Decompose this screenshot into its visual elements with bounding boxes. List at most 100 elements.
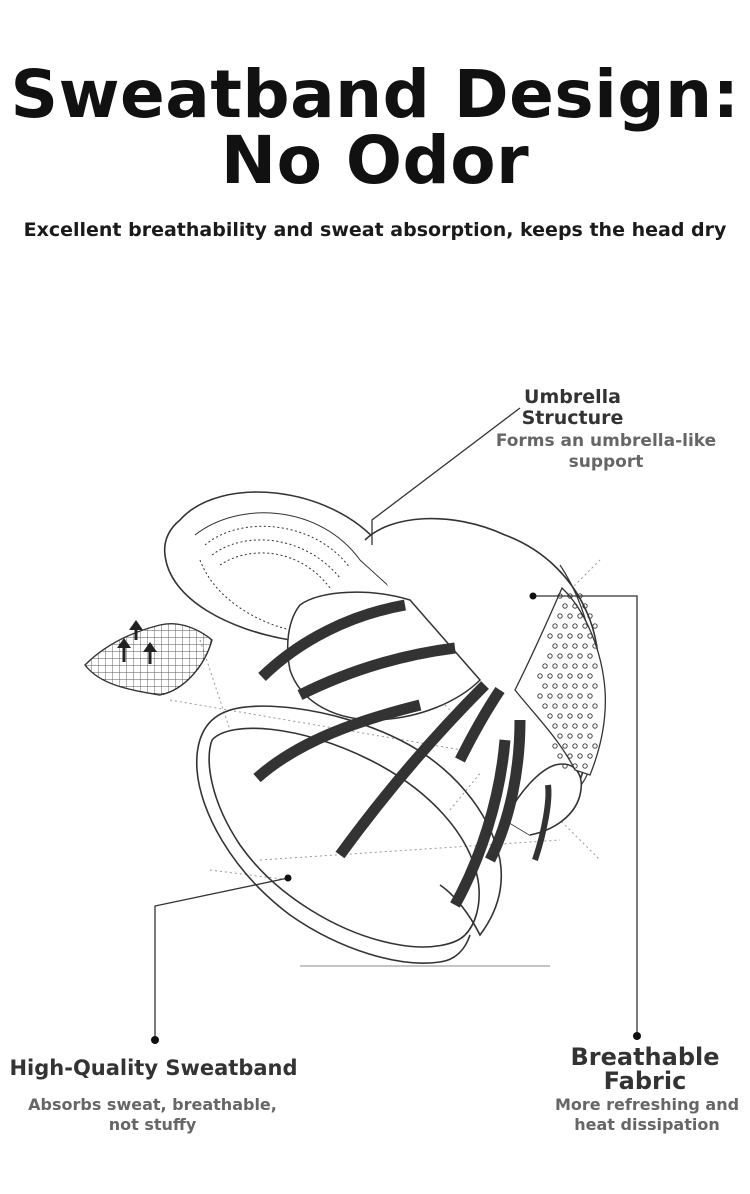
umbrella-title-line-2: Structure [521,407,624,429]
perforation-hole [567,673,573,679]
perforation-hole [557,673,563,679]
perforation-hole [582,723,588,729]
perforation-hole [562,703,568,709]
fabric-title-line-1: Breathable [570,1043,720,1071]
umbrella-straps [253,599,552,908]
sweatband-desc-line-2: not stuffy [108,1115,197,1134]
perforated-panel [514,586,606,776]
umbrella-structure-desc: Forms an umbrella-like support [480,431,732,473]
perforation-hole [572,723,578,729]
perforation-hole [552,623,558,629]
perforation-hole [587,733,593,739]
perforation-hole [577,673,583,679]
perforation-hole [587,693,593,699]
perforation-hole [582,643,588,649]
perforation-hole [567,653,573,659]
perforation-hole [572,703,578,709]
perforation-hole [562,763,568,769]
perforation-hole [572,663,578,669]
perforation-hole [557,693,563,699]
perforation-hole [547,673,553,679]
perforation-hole [562,603,568,609]
umbrella-desc-line-1: Forms an umbrella-like [495,431,717,451]
perforation-hole [592,683,598,689]
perforation-hole [562,663,568,669]
perforation-hole [562,683,568,689]
perforation-hole [587,633,593,639]
sweatband-desc-line-1: Absorbs sweat, breathable, [28,1095,277,1114]
perforation-hole [567,693,573,699]
breathable-fabric-title: Breathable Fabric [555,1045,735,1093]
perforation-hole [592,743,598,749]
callout-dots [151,592,641,1044]
perforation-hole [567,633,573,639]
perforation-hole [587,673,593,679]
sweatband-ring [195,705,503,964]
perforation-hole [562,623,568,629]
perforation-hole [542,663,548,669]
perforation-hole [557,733,563,739]
perforation-hole [582,703,588,709]
perforation-hole [547,653,553,659]
perforation-hole [552,743,558,749]
breathable-fabric-desc: More refreshing and heat dissipation [548,1095,746,1135]
perforation-hole [572,623,578,629]
perforation-hole [572,763,578,769]
perforation-hole [567,713,573,719]
perforation-hole [592,703,598,709]
perforation-hole [547,713,553,719]
perforation-hole [557,653,563,659]
perforation-hole [552,643,558,649]
perforation-hole [577,653,583,659]
sweatband-end-dot [151,1036,159,1044]
perforation-hole [572,743,578,749]
title-line-1: Sweatband Design: [10,56,740,133]
perforation-hole [537,673,543,679]
perforation-hole [572,683,578,689]
perforation-hole [552,723,558,729]
umbrella-leader [371,407,521,545]
perforation-hole [582,743,588,749]
perforation-hole [577,733,583,739]
page-subtitle: Excellent breathability and sweat absorp… [23,219,727,241]
perforated-panel-outline [514,586,606,776]
perforation-hole [577,633,583,639]
fabric-title-line-2: Fabric [603,1067,687,1095]
perforation-hole [572,603,578,609]
perforation-hole [592,663,598,669]
umbrella-desc-line-2: support [568,452,644,472]
crown [364,517,600,836]
sweatband-desc: Absorbs sweat, breathable, not stuffy [10,1095,295,1135]
fabric-desc-line-1: More refreshing and [554,1095,740,1114]
perforation-hole [557,613,563,619]
perforation-hole [557,633,563,639]
perforation-hole [567,613,573,619]
fabric-anchor-dot [529,592,537,600]
title-line-2: No Odor [220,122,530,199]
airflow-arrow-icon [117,620,157,664]
sweatband-title: High-Quality Sweatband [9,1056,298,1080]
perforation-hole [582,683,588,689]
perforation-hole [572,643,578,649]
perforation-hole [542,703,548,709]
perforation-hole [582,603,588,609]
fabric-leader [533,595,638,1036]
perforation-hole [592,623,598,629]
page-title: Sweatband Design: No Odor [0,62,750,194]
perforation-hole [587,753,593,759]
perforation-hole [537,693,543,699]
perforation-hole [557,713,563,719]
sweatband-leader [154,877,289,1040]
perforation-hole [582,763,588,769]
perforation-hole [587,653,593,659]
perforation-hole [587,613,593,619]
perforation-hole [552,663,558,669]
perforation-hole [582,623,588,629]
callout-leaders [154,407,638,1040]
sweatband-anchor-dot [284,874,292,882]
umbrella-structure-title: Umbrella Structure [500,387,645,429]
perforation-hole [562,743,568,749]
perforation-hole [547,633,553,639]
perforation-hole [587,713,593,719]
